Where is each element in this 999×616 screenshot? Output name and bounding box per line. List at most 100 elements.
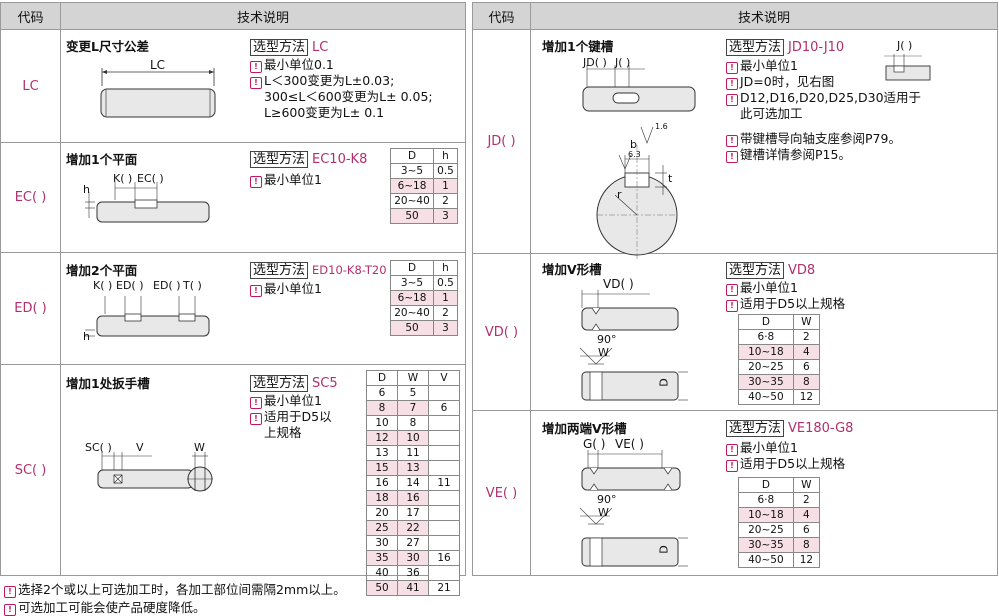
sc-cell: 6 bbox=[366, 385, 398, 401]
ed-dim-h: h bbox=[83, 330, 90, 343]
ed-note-text: 最小单位1 bbox=[264, 281, 322, 296]
table-cell: 12 bbox=[792, 552, 821, 568]
ed-cell: 50 bbox=[389, 320, 435, 336]
jd-note-1: JD=0时，见右图 bbox=[740, 74, 835, 89]
notice-icon: ! bbox=[726, 94, 738, 106]
table-cell: 2 bbox=[792, 492, 821, 508]
ve-dim-ve: VE( ) bbox=[615, 437, 644, 451]
sc-cell bbox=[428, 535, 460, 551]
notice-icon: ! bbox=[726, 460, 738, 472]
table-cell: 10~18 bbox=[738, 507, 794, 523]
sc-cell: 8 bbox=[366, 400, 398, 416]
table-cell: 40~50 bbox=[738, 552, 794, 568]
ed-dim-ed1: ED( ) bbox=[116, 279, 144, 292]
sc-cell: 30 bbox=[366, 535, 398, 551]
ec-note: !最小单位1 bbox=[250, 172, 322, 188]
ed-th-d: D bbox=[389, 260, 435, 276]
ec-cell: 20~40 bbox=[389, 193, 435, 209]
ec-method-value: EC10-K8 bbox=[312, 152, 368, 167]
jd-note-2: D12,D16,D20,D25,D30适用于 bbox=[740, 90, 922, 105]
sc-dim-v: V bbox=[136, 441, 144, 454]
ec-dim-h: h bbox=[83, 183, 90, 196]
sc-cell: 8 bbox=[397, 415, 429, 431]
table-cell: 6·8 bbox=[738, 329, 794, 345]
sc-dim-w: W bbox=[194, 441, 205, 454]
sc-cell: 11 bbox=[397, 445, 429, 461]
ed-th-h: h bbox=[433, 260, 458, 276]
vd-note-1: 适用于D5以上规格 bbox=[740, 296, 846, 311]
lc-title: 变更L尺寸公差 bbox=[66, 39, 149, 54]
vd-method-label: 选型方法 bbox=[726, 262, 785, 279]
sc-note-2: 上规格 bbox=[264, 425, 302, 440]
vd-dim-d: D bbox=[657, 378, 671, 387]
ed-diagram-cell bbox=[60, 252, 246, 365]
table-header: D bbox=[738, 314, 794, 330]
jd-dim-r: r bbox=[617, 188, 622, 201]
sc-cell: 25 bbox=[366, 520, 398, 536]
sc-th-d: D bbox=[366, 370, 398, 386]
jd-detail-diagram bbox=[884, 54, 931, 81]
ec-cell: 1 bbox=[433, 178, 458, 194]
vd-method-value: VD8 bbox=[788, 263, 816, 278]
ed-dim-k: K( ) bbox=[93, 279, 113, 292]
lc-note-3: L≥600变更为L± 0.1 bbox=[264, 104, 385, 120]
sc-cell: 20 bbox=[366, 505, 398, 521]
ed-method-label: 选型方法 bbox=[250, 262, 309, 279]
sc-cell: 30 bbox=[397, 550, 429, 566]
jd-notes: !最小单位1 !JD=0时，见右图 !D12,D16,D20,D25,D30适用… bbox=[726, 58, 941, 163]
jd-info-cell bbox=[718, 29, 999, 254]
sc-method-label: 选型方法 bbox=[250, 375, 309, 392]
ve-title: 增加两端V形槽 bbox=[542, 421, 627, 436]
sc-cell bbox=[428, 565, 460, 581]
jd-title: 增加1个键槽 bbox=[542, 39, 614, 54]
notice-icon: ! bbox=[726, 300, 738, 312]
table-cell: 6·8 bbox=[738, 492, 794, 508]
ed-dim-t: T( ) bbox=[183, 279, 202, 292]
notice-icon: ! bbox=[726, 78, 738, 90]
ed-cell: 3 bbox=[433, 320, 458, 336]
header-desc: 技术说明 bbox=[59, 2, 467, 30]
ec-dim-ec: EC( ) bbox=[137, 172, 164, 185]
jd-dim-1.6: 1.6 bbox=[655, 122, 668, 131]
vd-dim-angle: 90° bbox=[597, 333, 617, 346]
ed-title: 增加2个平面 bbox=[66, 263, 138, 278]
notice-icon: ! bbox=[726, 150, 738, 163]
ve-dim-w: W bbox=[598, 506, 609, 519]
sc-cell bbox=[428, 520, 460, 536]
sc-cell: 10 bbox=[366, 415, 398, 431]
table-cell: 40~50 bbox=[738, 389, 794, 405]
notice-icon: ! bbox=[726, 134, 738, 147]
code-vd: VD( ) bbox=[472, 253, 531, 411]
code-sc: SC( ) bbox=[0, 364, 61, 576]
table-cell: 8 bbox=[792, 374, 821, 390]
sc-cell: 16 bbox=[366, 475, 398, 491]
vd-dim-w: W bbox=[598, 346, 609, 359]
sc-title: 增加1处扳手槽 bbox=[66, 376, 150, 391]
sc-cell: 10 bbox=[397, 430, 429, 446]
ve-note-0: 最小单位1 bbox=[740, 440, 798, 455]
sc-cell: 36 bbox=[397, 565, 429, 581]
sc-cell: 17 bbox=[397, 505, 429, 521]
ed-diagram bbox=[85, 296, 210, 337]
jd-diagram bbox=[582, 65, 696, 260]
table-cell: 12 bbox=[792, 389, 821, 405]
ec-diagram-cell bbox=[60, 142, 246, 253]
notice-icon: ! bbox=[250, 285, 262, 297]
ec-th-h: h bbox=[433, 148, 458, 164]
jd-note-0: 最小单位1 bbox=[740, 58, 798, 73]
lc-diagram bbox=[100, 68, 216, 118]
sc-dim-sc: SC( ) bbox=[85, 441, 112, 454]
ve-notes: !最小单位1 !适用于D5以上规格 bbox=[726, 440, 845, 472]
footer-note-2: !可选加工可能会使产品硬度降低。 bbox=[4, 597, 206, 616]
notice-icon: ! bbox=[250, 397, 262, 409]
left-spec-table: 代码 技术说明 LC EC( ) ED( ) SC( ) bbox=[0, 2, 467, 576]
table-cell: 30~35 bbox=[738, 374, 794, 390]
sc-cell bbox=[428, 490, 460, 506]
ec-title: 增加1个平面 bbox=[66, 152, 138, 167]
